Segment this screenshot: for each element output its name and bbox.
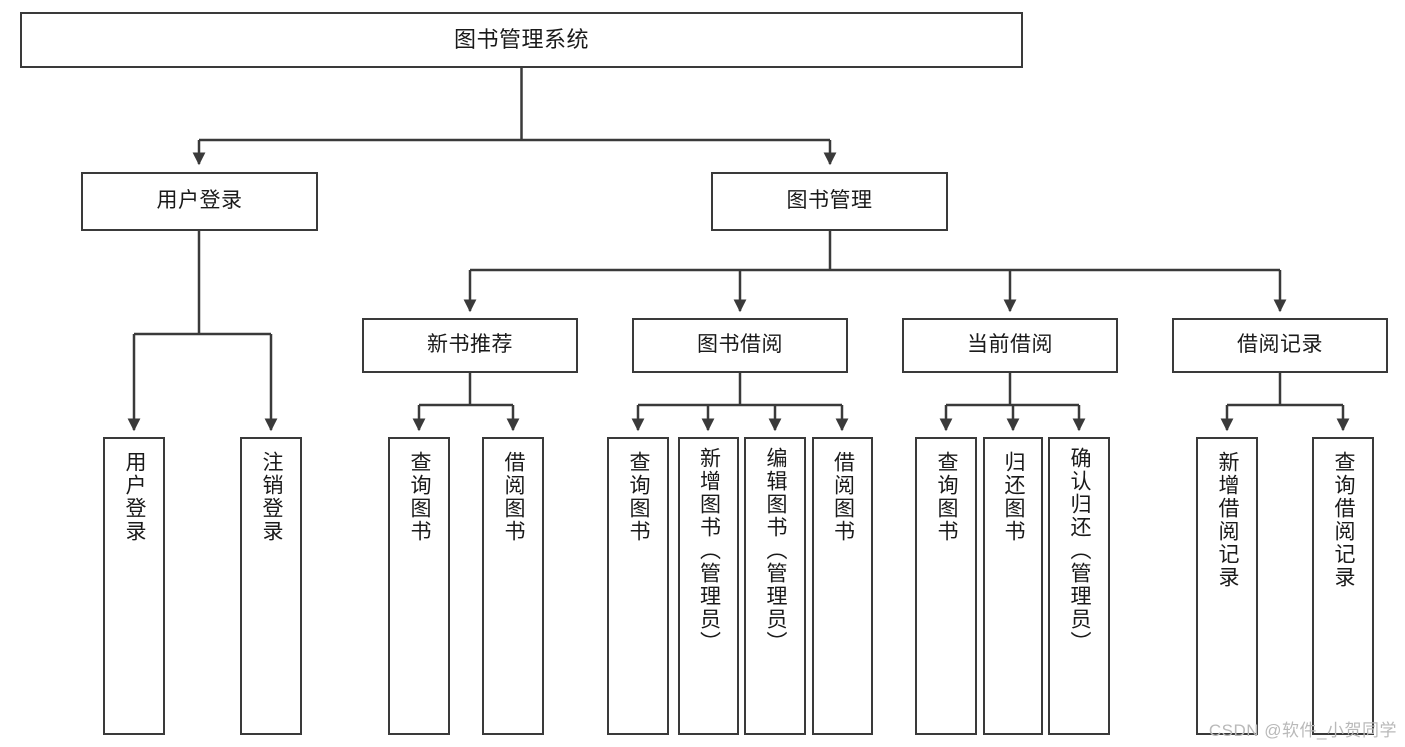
node-leaf-query-book-3-label: 查询图书 bbox=[935, 451, 959, 543]
node-book-manage[interactable]: 图书管理 bbox=[711, 172, 948, 231]
node-new-book-recommend[interactable]: 新书推荐 bbox=[362, 318, 578, 373]
node-leaf-edit-book[interactable]: 编辑图书（管理员） bbox=[744, 437, 806, 735]
node-leaf-query-book-2[interactable]: 查询图书 bbox=[607, 437, 669, 735]
node-leaf-confirm-return-label: 确认归还（管理员） bbox=[1068, 447, 1092, 654]
node-leaf-query-book-2-label: 查询图书 bbox=[627, 451, 651, 543]
node-leaf-add-book[interactable]: 新增图书（管理员） bbox=[678, 437, 739, 735]
node-leaf-add-record[interactable]: 新增借阅记录 bbox=[1196, 437, 1258, 735]
node-leaf-user-logout-label: 注销登录 bbox=[260, 451, 284, 543]
node-book-manage-label: 图书管理 bbox=[786, 189, 873, 213]
node-leaf-query-record[interactable]: 查询借阅记录 bbox=[1312, 437, 1374, 735]
node-leaf-confirm-return[interactable]: 确认归还（管理员） bbox=[1048, 437, 1110, 735]
node-leaf-user-login[interactable]: 用户登录 bbox=[103, 437, 165, 735]
node-book-borrow[interactable]: 图书借阅 bbox=[632, 318, 848, 373]
node-leaf-add-book-label: 新增图书（管理员） bbox=[697, 447, 721, 654]
node-leaf-query-book-1[interactable]: 查询图书 bbox=[388, 437, 450, 735]
node-user-login[interactable]: 用户登录 bbox=[81, 172, 318, 231]
node-leaf-borrow-book-1[interactable]: 借阅图书 bbox=[482, 437, 544, 735]
node-leaf-query-book-3[interactable]: 查询图书 bbox=[915, 437, 977, 735]
node-leaf-edit-book-label: 编辑图书（管理员） bbox=[764, 447, 788, 654]
node-borrow-record[interactable]: 借阅记录 bbox=[1172, 318, 1388, 373]
node-user-login-label: 用户登录 bbox=[156, 189, 243, 213]
node-leaf-borrow-book-2[interactable]: 借阅图书 bbox=[812, 437, 873, 735]
node-leaf-return-book-label: 归还图书 bbox=[1002, 451, 1026, 543]
node-leaf-user-login-label: 用户登录 bbox=[123, 451, 147, 543]
node-leaf-add-record-label: 新增借阅记录 bbox=[1216, 451, 1240, 589]
node-leaf-query-record-label: 查询借阅记录 bbox=[1332, 451, 1356, 589]
node-current-borrow-label: 当前借阅 bbox=[967, 333, 1053, 357]
node-leaf-borrow-book-1-label: 借阅图书 bbox=[502, 451, 526, 543]
node-new-book-recommend-label: 新书推荐 bbox=[427, 333, 513, 357]
node-borrow-record-label: 借阅记录 bbox=[1237, 333, 1323, 357]
node-leaf-query-book-1-label: 查询图书 bbox=[408, 451, 432, 543]
node-root-label: 图书管理系统 bbox=[453, 27, 589, 53]
node-leaf-return-book[interactable]: 归还图书 bbox=[983, 437, 1043, 735]
node-leaf-borrow-book-2-label: 借阅图书 bbox=[831, 451, 855, 543]
node-root[interactable]: 图书管理系统 bbox=[20, 12, 1023, 68]
node-book-borrow-label: 图书借阅 bbox=[697, 333, 783, 357]
node-current-borrow[interactable]: 当前借阅 bbox=[902, 318, 1118, 373]
node-leaf-user-logout[interactable]: 注销登录 bbox=[240, 437, 302, 735]
